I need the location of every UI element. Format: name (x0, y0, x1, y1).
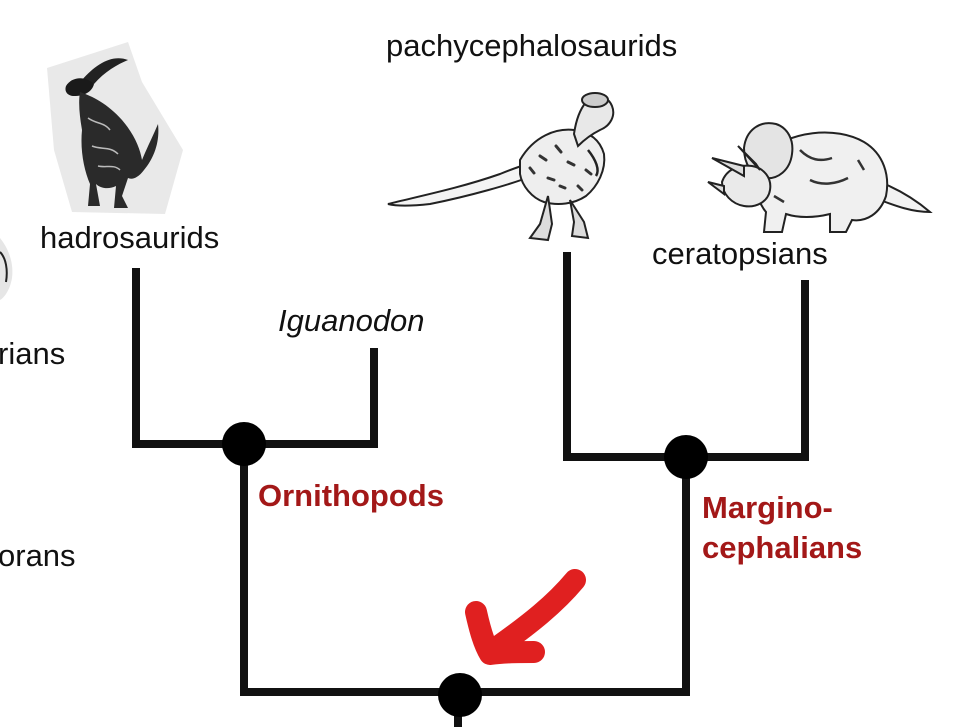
clade-label-marginocephalians-line1: Margino- (702, 490, 833, 525)
red-pointer-arrow-icon (465, 569, 586, 665)
partial-dinosaur-icon (0, 238, 13, 300)
clade-label-marginocephalians-line2: cephalians (702, 530, 863, 565)
parasaurolophus-icon (47, 42, 183, 214)
branch-marginocephalians-stem (462, 457, 690, 696)
branch-hadrosaurids (132, 268, 244, 448)
taxon-label-hadrosaurids: hadrosaurids (40, 220, 220, 255)
branch-pachycephalosaurids (563, 252, 686, 461)
node-root (438, 673, 482, 717)
node-ornithopods (222, 422, 266, 466)
taxon-label-iguanodon: Iguanodon (278, 303, 425, 338)
taxon-label-partial-1: rians (0, 336, 66, 371)
branch-iguanodon (244, 348, 378, 448)
pachycephalosaurus-icon (387, 92, 615, 242)
triceratops-icon (707, 122, 933, 233)
node-marginocephalians (664, 435, 708, 479)
clade-label-ornithopods: Ornithopods (258, 478, 444, 513)
taxon-label-ceratopsians: ceratopsians (652, 236, 828, 271)
branch-ceratopsians (686, 280, 809, 461)
taxon-label-partial-2: orans (0, 538, 76, 573)
taxon-label-pachycephalosaurids: pachycephalosaurids (386, 28, 678, 63)
branch-ornithopods-stem (240, 444, 462, 696)
tree-lines (132, 252, 809, 727)
